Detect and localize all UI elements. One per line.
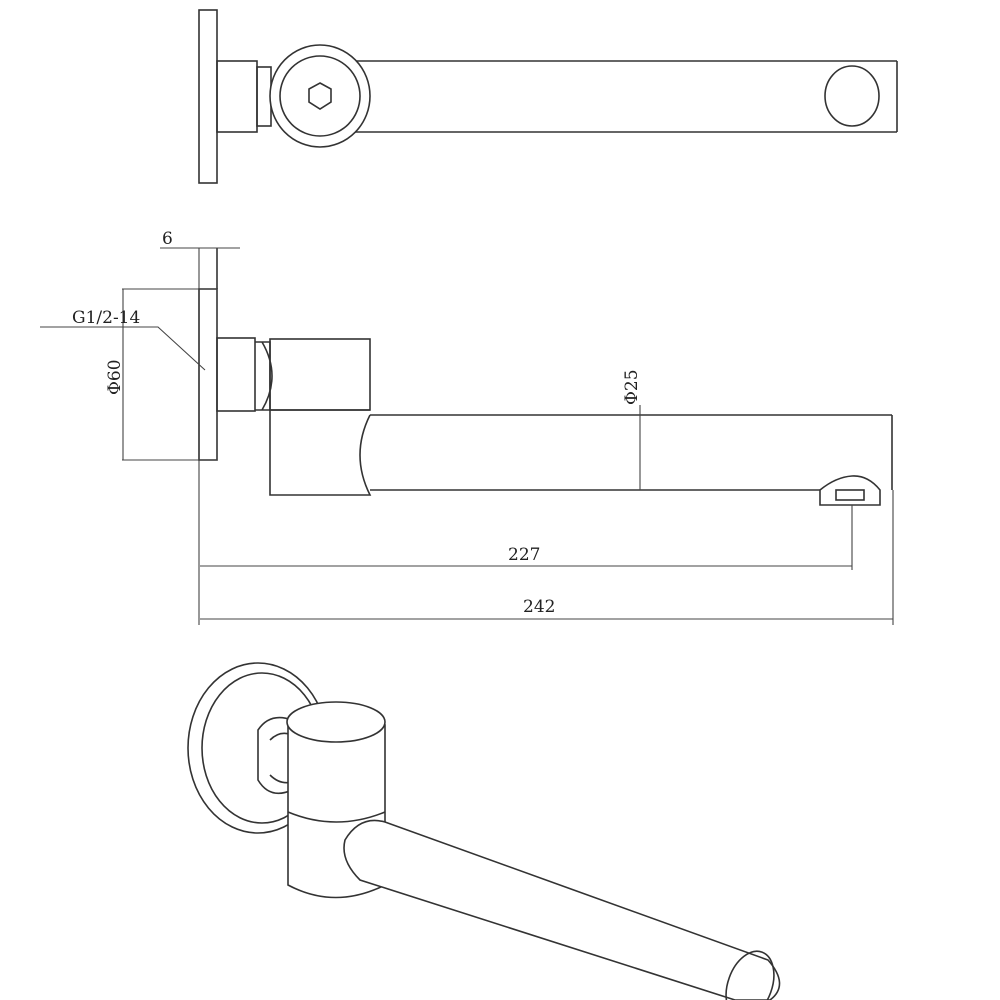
hex-socket-icon	[308, 82, 332, 110]
dim-total-length: 242	[523, 597, 555, 617]
aerator-outlet	[819, 475, 881, 506]
outlet-circle	[824, 65, 880, 127]
dim-thread: G1/2-14	[72, 308, 140, 328]
side-view: 6 Φ60 G1/2-14 Φ25 227 242	[40, 229, 894, 625]
top-view	[198, 9, 898, 184]
dim-plate-thickness: 6	[162, 229, 173, 249]
dim-spout-diameter: Φ25	[622, 369, 642, 405]
perspective-view	[187, 662, 781, 1000]
dim-plate-diameter: Φ60	[105, 359, 125, 395]
dim-outlet-reach: 227	[508, 545, 540, 565]
